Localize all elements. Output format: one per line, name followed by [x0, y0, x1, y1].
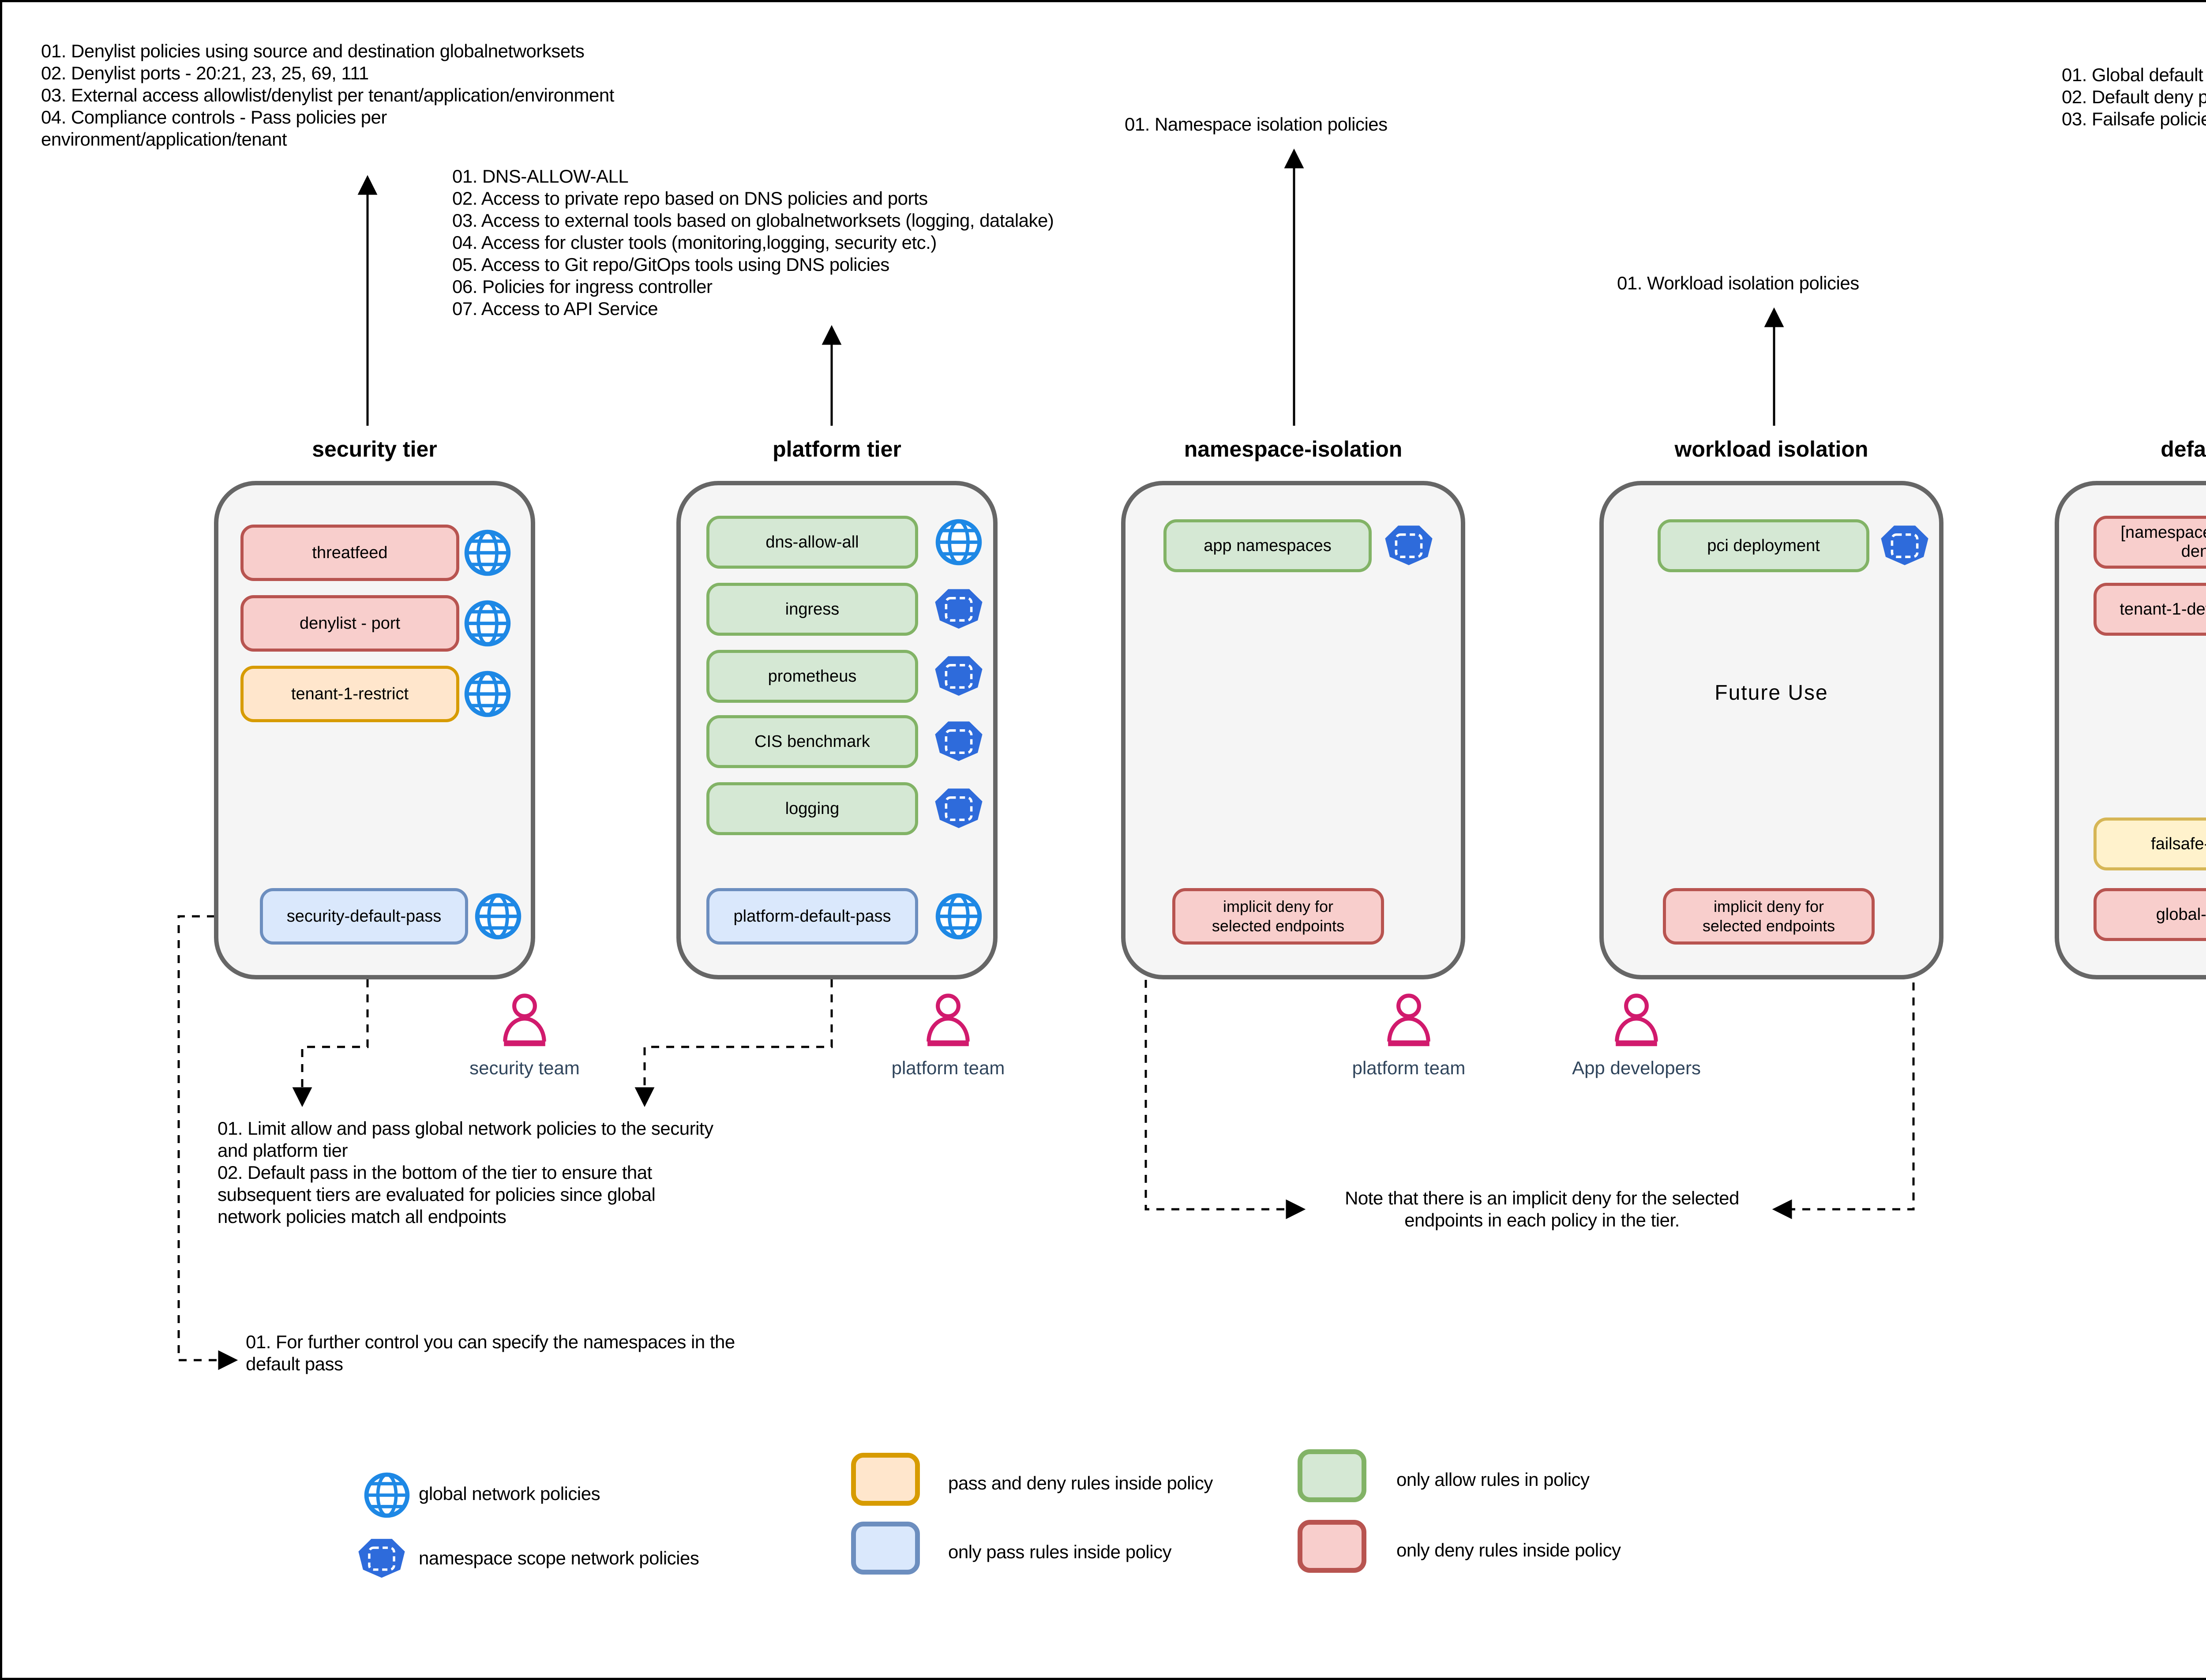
namespace-icon — [1384, 521, 1433, 570]
policy-logging: logging — [706, 782, 918, 835]
globe-icon — [934, 892, 983, 941]
policy-cis-benchmark: CIS benchmark — [706, 715, 918, 768]
team-label-security-1: security team — [469, 1058, 580, 1078]
person-icon — [496, 992, 553, 1050]
team-platform-1 — [919, 992, 977, 1052]
legend-swatch-pass-and-deny — [851, 1453, 920, 1506]
person-icon — [919, 992, 977, 1050]
policy-tenant-1-default-deny: tenant-1-default-deny — [2093, 583, 2206, 636]
team-label-platform-2: platform team — [1352, 1058, 1466, 1078]
policy-platform-default-pass: platform-default-pass — [706, 888, 918, 945]
namespace-icon — [934, 585, 983, 634]
policy-implicit-deny-namespace: implicit deny for selected endpoints — [1172, 888, 1384, 945]
annotation-workload-isolation: 01. Workload isolation policies — [1617, 273, 1859, 293]
dashed-namespace-implicitdeny-to-note — [1144, 915, 1306, 1219]
annotation-security-tier: 01. Denylist policies using source and d… — [41, 41, 614, 150]
team-label-app-developers: App developers — [1572, 1058, 1701, 1078]
globe-icon — [474, 892, 522, 941]
person-icon — [1608, 992, 1665, 1050]
legend-swatch-only-deny — [1298, 1520, 1366, 1573]
globe-icon — [463, 599, 512, 648]
team-app-developers — [1608, 992, 1665, 1052]
policy-prometheus: prometheus — [706, 650, 918, 703]
globe-icon — [463, 529, 512, 577]
tier-title-default: default tier — [2161, 437, 2206, 461]
team-label-platform-1: platform team — [891, 1058, 1005, 1078]
policy-dns-allow-all: dns-allow-all — [706, 516, 918, 569]
team-platform-2 — [1380, 992, 1437, 1052]
tier-title-namespace: namespace-isolation — [1184, 437, 1403, 461]
policy-threatfeed: threatfeed — [240, 525, 459, 581]
person-icon — [1380, 992, 1437, 1050]
annotation-platform-tier: 01. DNS-ALLOW-ALL 02. Access to private … — [452, 166, 1054, 319]
dashed-platform-to-limit-note — [634, 979, 833, 1107]
legend-swatch-only-pass — [851, 1522, 920, 1575]
globe-icon — [463, 670, 512, 718]
policy-ingress: ingress — [706, 583, 918, 636]
namespace-icon — [934, 717, 983, 766]
namespace-icon — [1880, 521, 1929, 570]
globe-icon — [934, 518, 983, 566]
annotation-implicit-deny-note: Note that there is an implicit deny for … — [1345, 1188, 1739, 1230]
annotation-limit-note: 01. Limit allow and pass global network … — [218, 1118, 713, 1227]
team-security-1 — [496, 992, 553, 1052]
namespace-icon — [358, 1535, 405, 1582]
annotation-default-tier: 01. Global default deny 02. Default deny… — [2062, 64, 2206, 129]
legend-label-namespace: namespace scope network policies — [419, 1548, 699, 1568]
legend-label-global: global network policies — [419, 1483, 600, 1504]
policy-namespace-default-deny: [namespace]-default-deny — [2093, 516, 2206, 569]
workload-future-use-label: Future Use — [1715, 681, 1828, 705]
legend-label-pass-and-deny: pass and deny rules inside policy — [948, 1473, 1213, 1493]
policy-implicit-deny-workload: implicit deny for selected endpoints — [1663, 888, 1875, 945]
policy-failsafe-allow: failsafe-allow — [2093, 818, 2206, 870]
annotation-namespace-isolation: 01. Namespace isolation policies — [1125, 114, 1388, 135]
policy-pci-deployment: pci deployment — [1658, 519, 1869, 572]
legend-label-only-deny: only deny rules inside policy — [1396, 1540, 1621, 1560]
legend-label-only-allow: only allow rules in policy — [1396, 1469, 1590, 1490]
dashed-security-to-limit-note — [292, 979, 369, 1107]
policy-app-namespaces: app namespaces — [1163, 519, 1372, 572]
annotation-further-note: 01. For further control you can specify … — [246, 1331, 735, 1374]
namespace-icon — [934, 784, 983, 833]
globe-icon — [363, 1471, 411, 1519]
tier-title-platform: platform tier — [773, 437, 901, 461]
policy-security-default-pass: security-default-pass — [260, 888, 468, 945]
policy-global-deny: global-deny — [2093, 888, 2206, 941]
legend-swatch-only-allow — [1298, 1449, 1366, 1502]
policy-tenant-1-restrict: tenant-1-restrict — [240, 666, 459, 722]
dashed-securitypass-to-further-note — [177, 915, 260, 1370]
legend-label-only-pass: only pass rules inside policy — [948, 1541, 1172, 1562]
policy-denylist-port: denylist - port — [240, 595, 459, 652]
tier-title-workload: workload isolation — [1674, 437, 1868, 461]
namespace-icon — [934, 652, 983, 701]
tier-title-security: security tier — [312, 437, 437, 461]
